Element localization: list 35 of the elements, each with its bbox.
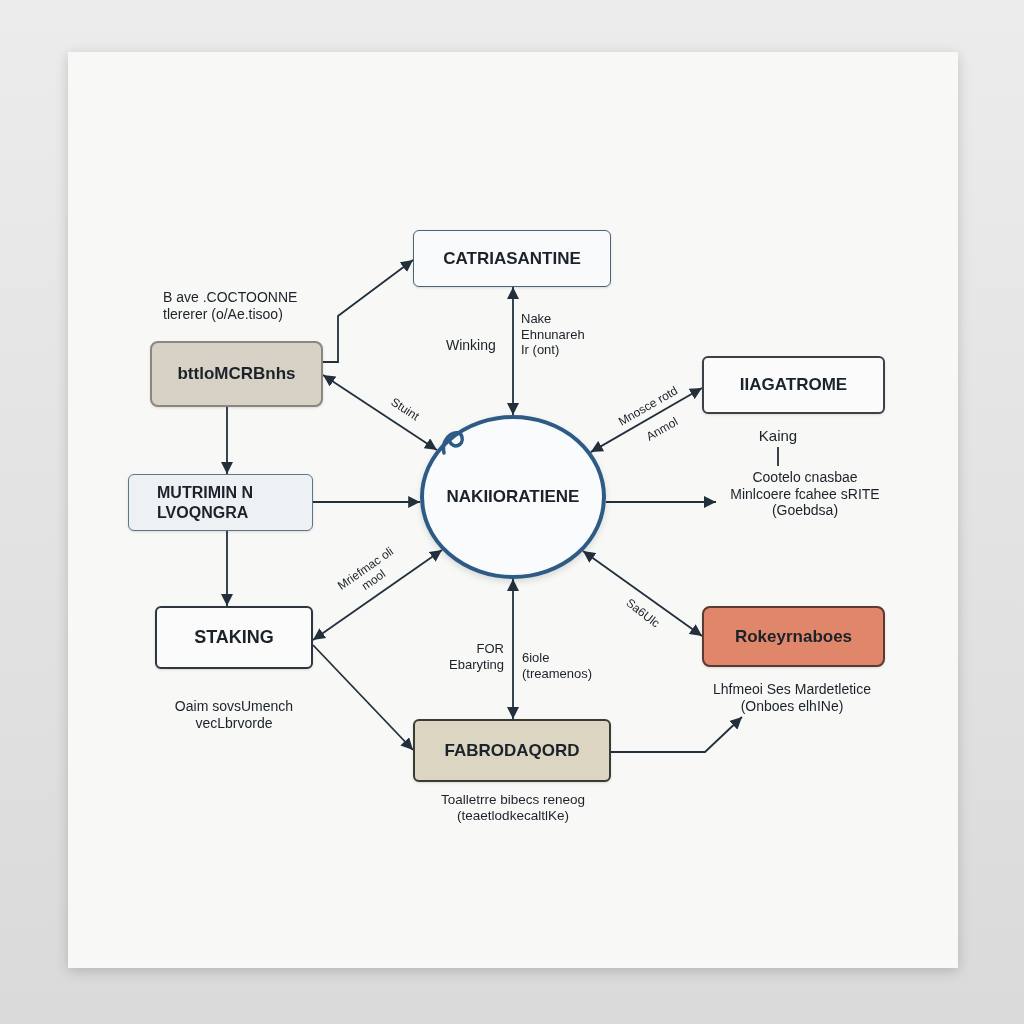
arrow xyxy=(610,716,743,753)
arrow xyxy=(322,259,414,363)
node-caption: Oaim sovsUmench vecLbrvorde xyxy=(173,698,295,732)
node-caption: B ave .COCTOONNE tlererer (o/Ae.tisoo) xyxy=(163,289,299,323)
process-box xyxy=(413,719,611,782)
box-label: FABRODAQORD xyxy=(444,739,580,762)
process-box xyxy=(702,356,885,414)
arrow xyxy=(312,644,414,751)
annotation-text: Cootelo cnasbae Minlcoere fcahee sRITE (Goebdsa) xyxy=(716,466,894,522)
annotation-text: Lhfmeoi Ses Mardetletice (Onboes elhINe) xyxy=(697,679,887,717)
double-arrow xyxy=(589,387,703,453)
double-arrow xyxy=(582,550,703,637)
double-arrow xyxy=(507,578,519,720)
box-label: IIAGATROME xyxy=(739,374,848,396)
connector-line xyxy=(777,446,779,467)
annotation-text: Kaing xyxy=(750,425,806,447)
ellipse-label: NAKIIORATIENE xyxy=(446,486,580,509)
double-arrow xyxy=(322,374,438,451)
process-box xyxy=(702,606,885,667)
box-label: CATRIASANTINE xyxy=(443,247,581,270)
process-box xyxy=(413,230,611,287)
box-label: MUTRIMIN N LVOQNGRA xyxy=(157,482,254,523)
box-label: bttloMCRBnhs xyxy=(177,363,296,385)
process-box xyxy=(128,474,313,531)
arrow xyxy=(604,496,717,508)
arrow xyxy=(312,496,422,508)
double-arrow xyxy=(507,286,519,416)
double-arrow xyxy=(312,549,443,641)
box-label: Rokeyrnaboes xyxy=(734,625,853,648)
arrow xyxy=(221,406,233,475)
process-box xyxy=(150,341,323,407)
process-box xyxy=(155,606,313,669)
node-caption: Toalletrre bibecs reneog (teaetlodkecaltlKe) xyxy=(439,792,587,825)
arrow xyxy=(221,530,233,607)
box-label: STAKING xyxy=(194,626,274,649)
